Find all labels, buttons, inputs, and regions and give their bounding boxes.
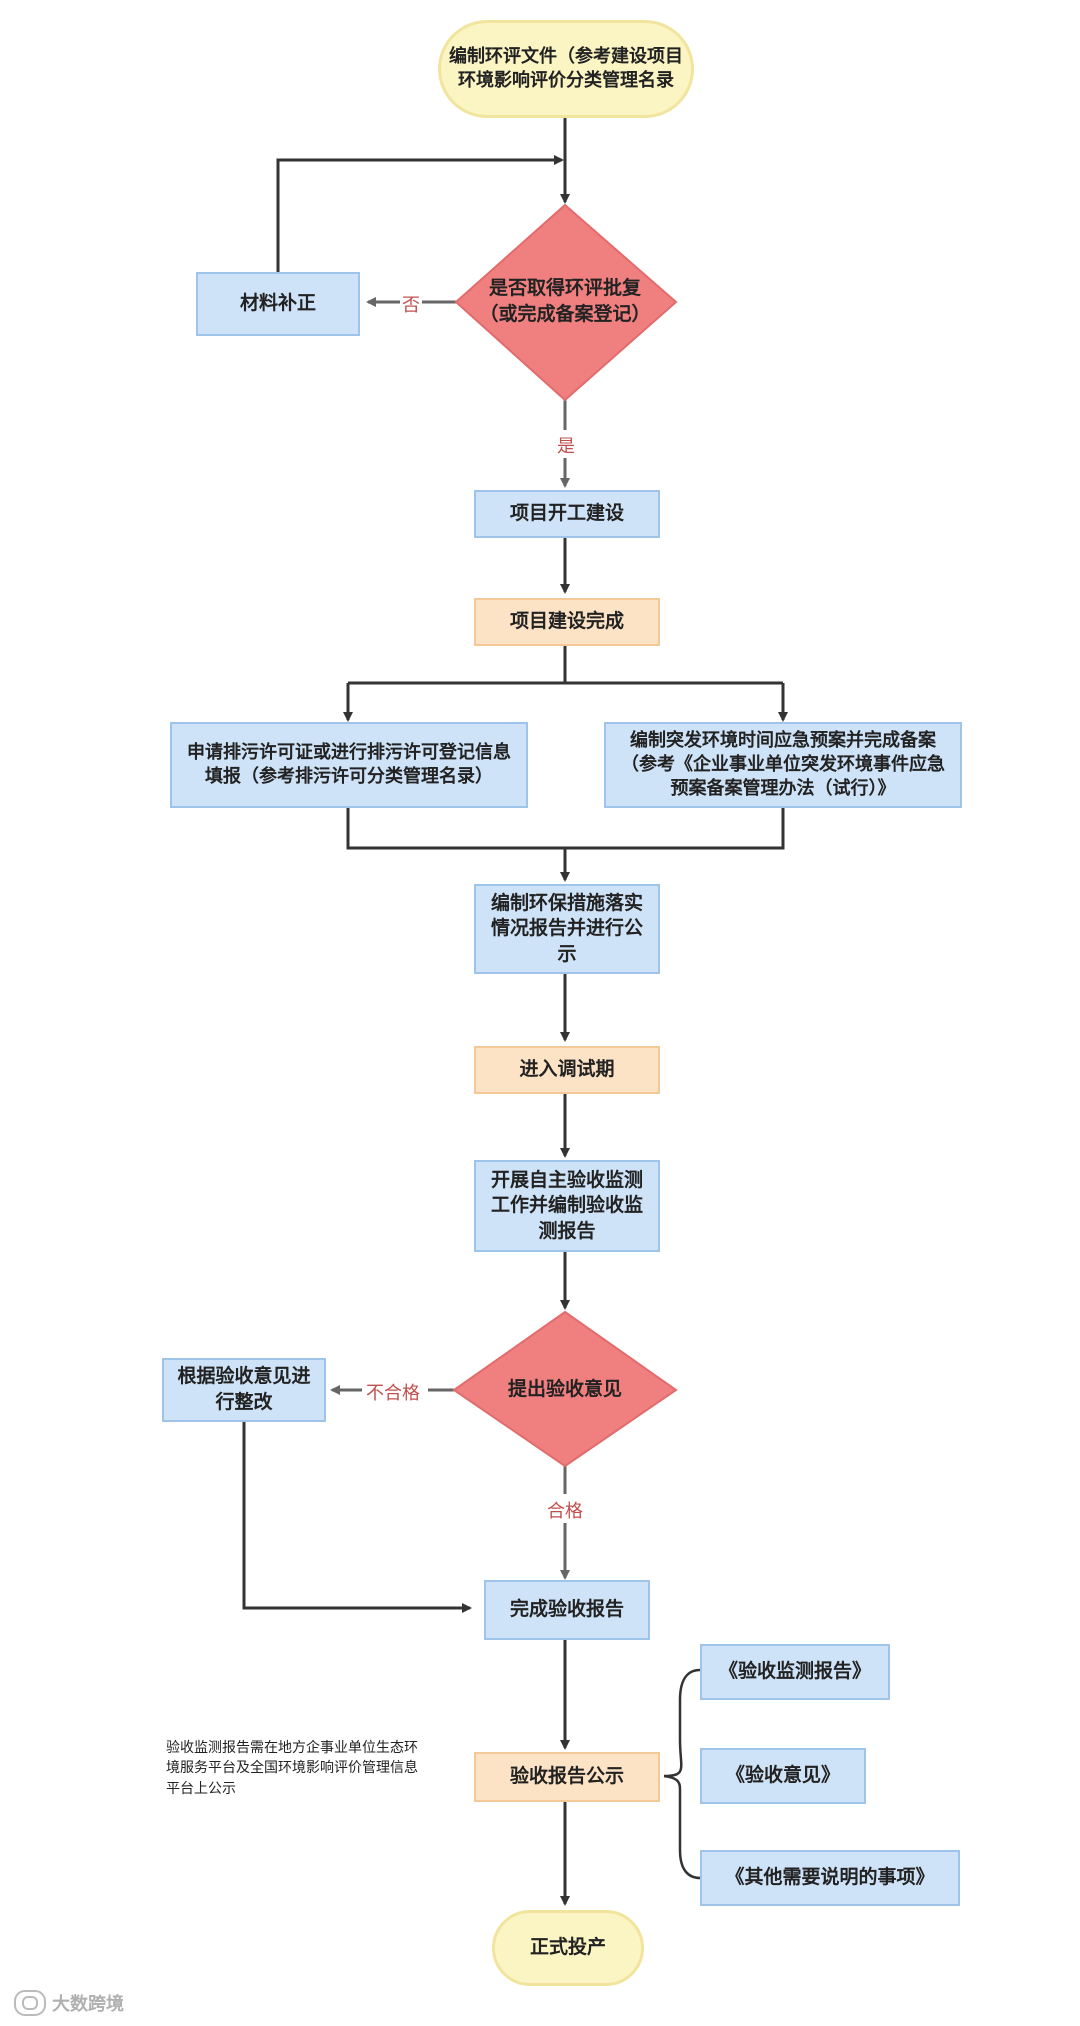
report-item-monitoring: 《验收监测报告》 (700, 1644, 890, 1700)
acceptance-monitoring-text: 开展自主验收监测工作并编制验收监测报告 (490, 1168, 643, 1242)
edge-supplement-loop (276, 155, 564, 272)
emergency-plan-box: 编制突发环境时间应急预案并完成备案（参考《企业事业单位突发环境事件应急预案备案管… (604, 722, 962, 808)
acceptance-publicity-text: 验收报告公示 (509, 1765, 624, 1788)
env-measures-report-text: 编制环保措施落实情况报告并进行公示 (490, 891, 643, 965)
report-item-other: 《其他需要说明的事项》 (700, 1850, 960, 1906)
rectification-box: 根据验收意见进行整改 (162, 1358, 326, 1422)
end-terminal: 正式投产 (492, 1910, 644, 1986)
env-measures-report-box: 编制环保措施落实情况报告并进行公示 (474, 884, 660, 974)
approval-decision-shape (454, 203, 678, 402)
report-item-3-text: 《其他需要说明的事项》 (725, 1866, 935, 1889)
debug-period-box: 进入调试期 (474, 1046, 660, 1094)
material-supplement-box: 材料补正 (196, 272, 360, 336)
construction-start-box: 项目开工建设 (474, 490, 660, 538)
acceptance-opinion-decision: 提出验收意见 (490, 1372, 640, 1408)
approval-decision-text: 是否取得环评批复（或完成备案登记） (479, 277, 651, 325)
rectification-text: 根据验收意见进行整改 (177, 1365, 311, 1413)
start-terminal: 编制环评文件（参考建设项目环境影响评价分类管理名录 (438, 20, 694, 118)
edge-label-qualified: 合格 (545, 1497, 585, 1523)
acceptance-opinion-shape (452, 1310, 678, 1468)
pollutant-permit-text: 申请排污许可证或进行排污许可登记信息填报（参考排污许可分类管理名录） (187, 741, 511, 787)
acceptance-publicity-box: 验收报告公示 (474, 1752, 660, 1802)
edge-merge (346, 808, 785, 850)
edge-label-yes: 是 (555, 432, 577, 458)
publicity-note-text: 验收监测报告需在地方企事业单位生态环境服务平台及全国环境影响评价管理信息平台上公… (166, 1740, 418, 1797)
acceptance-monitoring-box: 开展自主验收监测工作并编制验收监测报告 (474, 1160, 660, 1252)
report-item-2-text: 《验收意见》 (725, 1764, 840, 1787)
start-text: 编制环评文件（参考建设项目环境影响评价分类管理名录 (449, 45, 683, 91)
edge-label-no: 否 (400, 291, 422, 317)
material-supplement-text: 材料补正 (239, 292, 316, 315)
brace-report-items (663, 1668, 701, 1778)
construction-done-text: 项目建设完成 (509, 610, 624, 633)
edge-label-unqualified: 不合格 (364, 1379, 422, 1405)
approval-decision: 是否取得环评批复（或完成备案登记） (478, 268, 652, 336)
emergency-plan-text: 编制突发环境时间应急预案并完成备案（参考《企业事业单位突发环境事件应急预案备案管… (621, 729, 945, 800)
report-item-1-text: 《验收监测报告》 (718, 1660, 871, 1683)
report-item-opinion: 《验收意见》 (700, 1748, 866, 1804)
watermark-logo-icon (14, 1990, 46, 2016)
acceptance-opinion-text: 提出验收意见 (507, 1378, 622, 1401)
watermark: 大数跨境 (14, 1990, 124, 2016)
complete-acceptance-report-text: 完成验收报告 (509, 1598, 624, 1621)
publicity-note: 验收监测报告需在地方企事业单位生态环境服务平台及全国环境影响评价管理信息平台上公… (166, 1738, 428, 1799)
complete-acceptance-report-box: 完成验收报告 (484, 1580, 650, 1640)
end-text: 正式投产 (529, 1936, 606, 1959)
construction-done-box: 项目建设完成 (474, 598, 660, 646)
watermark-text: 大数跨境 (52, 1994, 124, 2015)
construction-start-text: 项目开工建设 (509, 502, 624, 525)
debug-period-text: 进入调试期 (519, 1058, 615, 1081)
edge-rectification-back (242, 1422, 472, 1613)
pollutant-permit-box: 申请排污许可证或进行排污许可登记信息填报（参考排污许可分类管理名录） (170, 722, 528, 808)
